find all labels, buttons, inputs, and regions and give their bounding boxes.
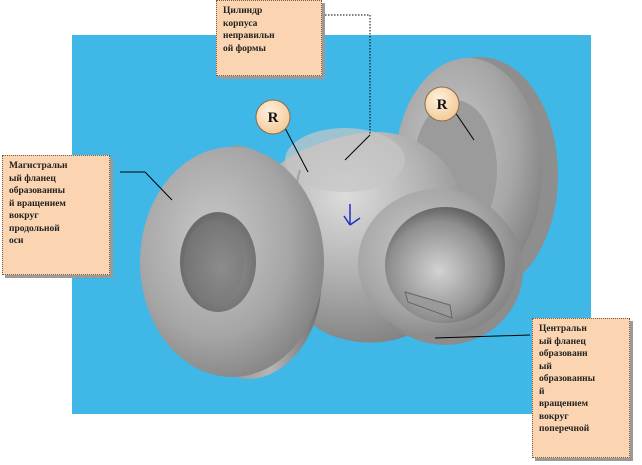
radius-marker-1: R — [255, 99, 291, 135]
callout-central-flange: Центральн ый фланец образованн ый образо… — [532, 318, 630, 458]
central-flange-right — [358, 189, 523, 345]
radius-marker-2: R — [424, 86, 460, 122]
radius-marker-1-label: R — [268, 110, 279, 126]
central-flange-bore — [385, 207, 505, 323]
leader-lines — [120, 14, 531, 339]
callout-main-flange: Магистральн ый фланец образованны й вращ… — [2, 155, 110, 275]
radius-marker-2-label: R — [437, 97, 448, 113]
callout-body-cylinder: Цилиндр корпуса неправильн ой формы — [216, 0, 322, 76]
main-flange-left — [140, 145, 324, 380]
